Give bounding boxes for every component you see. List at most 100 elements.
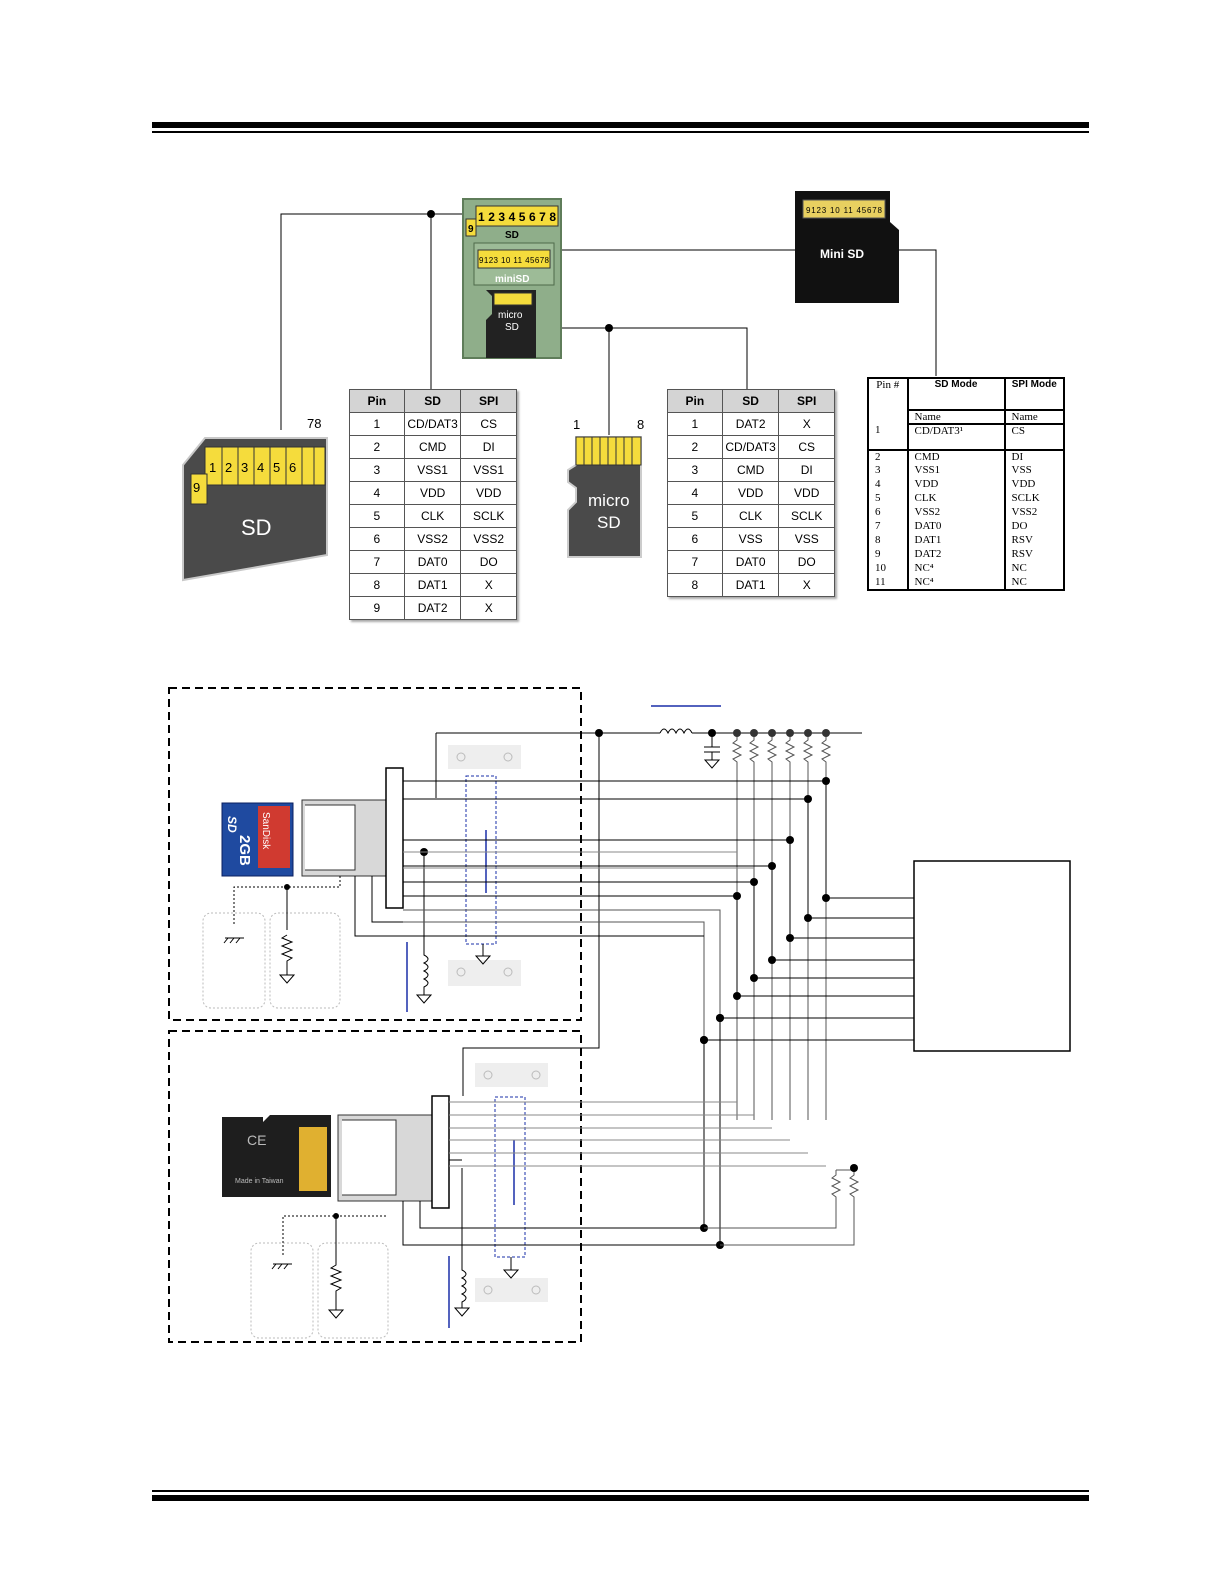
minisd-cell: NC⁴: [906, 576, 1005, 590]
sd_table-cell: DI: [460, 435, 517, 459]
adapter-micro-label2: SD: [505, 322, 519, 333]
microsd-card-photo: [222, 1115, 331, 1197]
minisd-cell: CLK: [906, 492, 1005, 506]
sd-card-photo: [221, 802, 294, 877]
micro_table-cell: DI: [778, 458, 835, 482]
footer-rule-thick: [152, 1495, 1089, 1501]
minisd-header-sd: SD Mode: [906, 378, 1005, 410]
minisd-header-spi: SPI Mode: [1003, 378, 1064, 410]
minisd-cell: 10: [875, 562, 886, 574]
microsd-label2: SD: [597, 513, 621, 532]
minisd-subheader-spi: Name: [1003, 410, 1064, 425]
minisd-cell: 5: [875, 492, 881, 504]
micro_table-cell: DAT0: [721, 550, 780, 574]
micro_table-cell: 2: [667, 435, 723, 459]
minisd-cell: CS: [1003, 424, 1064, 450]
micro_table-header-0: Pin: [667, 389, 723, 413]
minisd-cell: 1: [875, 424, 881, 436]
sd-card-pin-5: 5: [273, 460, 280, 475]
footer-rule-thin: [152, 1490, 1089, 1492]
microsd-socket-box: [168, 1030, 582, 1343]
micro_table-cell: 7: [667, 550, 723, 574]
adapter-micro-label: micro: [498, 310, 523, 321]
sd_table-cell: VSS1: [460, 458, 517, 482]
microsd-ce-mark: CE: [247, 1132, 266, 1148]
header-rule-thin: [152, 131, 1089, 133]
minisd-cell: 9: [875, 548, 881, 560]
header-rule-thick: [152, 122, 1089, 128]
sd_table-cell: CLK: [403, 504, 462, 528]
sd_table-cell: CS: [460, 412, 517, 436]
sd_table-cell: 9: [349, 596, 405, 620]
sd_table-cell: DAT1: [403, 573, 462, 597]
minisd-cell: CMD: [906, 450, 1005, 464]
sd_table-cell: 3: [349, 458, 405, 482]
sd_table-cell: X: [460, 573, 517, 597]
adapter-minisd-label: miniSD: [495, 274, 529, 285]
micro_table-cell: X: [778, 412, 835, 436]
sd_table-cell: 2: [349, 435, 405, 459]
sd_table-cell: CMD: [403, 435, 462, 459]
micro_table-cell: 5: [667, 504, 723, 528]
minisd-cell: RSV: [1003, 534, 1064, 548]
minisd-cell: DAT2: [906, 548, 1005, 562]
sd-socket-box: [168, 687, 582, 1021]
mcu-block: [913, 860, 1071, 1052]
microsd-pin-8: 8: [637, 417, 644, 432]
sd-logo-label: SD: [225, 816, 239, 833]
micro_table-cell: DO: [778, 550, 835, 574]
microsd-label: micro: [588, 491, 630, 510]
micro_table-cell: VDD: [778, 481, 835, 505]
minisd-cell: VDD: [906, 478, 1005, 492]
sd-card-pin-3: 3: [241, 460, 248, 475]
minisd-cell: DI: [1003, 450, 1064, 464]
micro_table-cell: CMD: [721, 458, 780, 482]
sd_table-cell: VDD: [460, 481, 517, 505]
sd_table-cell: 6: [349, 527, 405, 551]
sd_table-cell: VSS2: [460, 527, 517, 551]
micro_table-cell: 1: [667, 412, 723, 436]
minisd-cell: VSS: [1003, 464, 1064, 478]
sd_table-header-1: SD: [403, 389, 462, 413]
sd_table-cell: CD/DAT3: [403, 412, 462, 436]
minisd-cell: NC: [1003, 576, 1064, 590]
micro_table-cell: VSS: [778, 527, 835, 551]
sd_table-cell: DAT2: [403, 596, 462, 620]
minisd-subheader-sd: Name: [906, 410, 1005, 425]
micro_table-cell: X: [778, 573, 835, 597]
sd-card-pin-6: 6: [289, 460, 296, 475]
microsd-made-in: Made in Taiwan: [235, 1178, 284, 1185]
micro_table-cell: SCLK: [778, 504, 835, 528]
minisd-cell: VDD: [1003, 478, 1064, 492]
sd-brand-label: SanDisk: [260, 812, 271, 850]
minisd-card-label: Mini SD: [820, 247, 864, 261]
adapter-minisd-pins: 9123 10 11 45678: [479, 256, 550, 265]
micro_table-cell: 6: [667, 527, 723, 551]
adapter-pin-9: 9: [468, 224, 474, 235]
sd_table-cell: 5: [349, 504, 405, 528]
micro_table-cell: 8: [667, 573, 723, 597]
minisd-cell: DAT1: [906, 534, 1005, 548]
sd_table-cell: VSS2: [403, 527, 462, 551]
minisd-cell: SCLK: [1003, 492, 1064, 506]
